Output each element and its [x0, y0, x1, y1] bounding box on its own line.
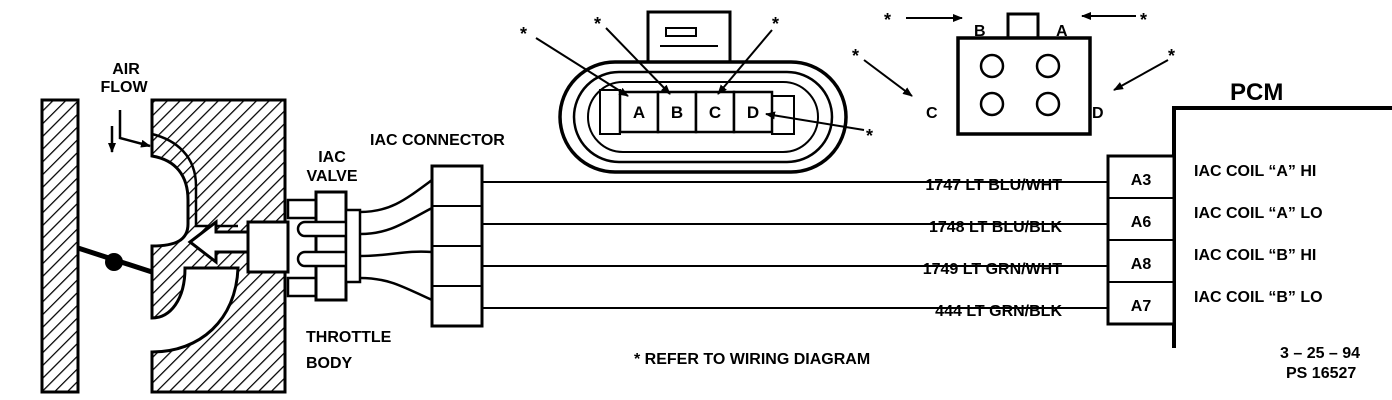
iac-valve-collar	[344, 208, 362, 284]
connector-pin-label-b: B	[671, 103, 683, 122]
wire-label-444: 444 LT GRN/BLK	[935, 303, 1062, 320]
asterisk-terminal-a: *	[1140, 10, 1147, 30]
terminal-label-b: B	[974, 23, 986, 40]
iac-valve-terminal-face	[863, 12, 1169, 136]
terminal-leader-c	[863, 59, 913, 97]
iac-valve-body	[246, 220, 290, 274]
iac-valve-lower-mount	[286, 276, 318, 298]
connector-key-left	[599, 89, 621, 135]
bypass-air-passage	[151, 132, 238, 228]
air-flow-label-line2: FLOW	[100, 79, 148, 96]
asterisk-c: *	[772, 14, 779, 34]
pcm-function-a6: IAC COIL “A” LO	[1194, 205, 1323, 222]
iac-valve-label-line1: IAC	[318, 149, 346, 166]
pcm-pin-a7: A7	[1131, 298, 1152, 315]
leader-arrow-b	[605, 27, 671, 95]
connector-pin-label-a: A	[633, 103, 645, 122]
pcm-pin-a8: A8	[1131, 256, 1152, 273]
iac-connector-face	[558, 10, 848, 174]
wire-label-1748: 1748 LT BLU/BLK	[929, 219, 1063, 236]
connector-pin-label-c: C	[709, 103, 721, 122]
wire-run	[482, 181, 1108, 309]
pcm-function-a7: IAC COIL “B” LO	[1194, 289, 1323, 306]
throttle-body-left-wall	[40, 98, 80, 394]
asterisk-a: *	[520, 24, 527, 44]
terminal-leader-d	[1113, 59, 1169, 91]
iac-valve	[187, 178, 433, 302]
part-number: PS 16527	[1286, 365, 1356, 382]
pcm-pin-a3: A3	[1131, 172, 1152, 189]
pcm-function-a8: IAC COIL “B” HI	[1194, 247, 1316, 264]
footnote: * REFER TO WIRING DIAGRAM	[634, 351, 870, 368]
iac-valve-label-line2: VALVE	[307, 168, 358, 185]
air-flow-label-line1: AIR	[112, 61, 140, 78]
pcm-label: PCM	[1230, 79, 1283, 106]
pcm-module	[1106, 106, 1392, 348]
throttle-body-label-line2: BODY	[306, 355, 353, 372]
terminal-pin-c	[979, 91, 1005, 117]
leader-arrow-a	[535, 37, 629, 97]
air-flow-arrow	[118, 110, 151, 148]
connector-shell-inner	[572, 70, 834, 164]
connector-pin-label-d: D	[747, 103, 759, 122]
iac-valve-upper-mount	[286, 198, 318, 220]
terminal-label-a: A	[1056, 23, 1068, 40]
terminal-label-c: C	[926, 105, 938, 122]
connector-pin-cavity-c	[694, 90, 736, 134]
iac-valve-stem	[314, 190, 348, 302]
date-code: 3 – 25 – 94	[1280, 345, 1360, 362]
leader-arrow-c	[717, 29, 773, 95]
pcm-pin-a6: A6	[1131, 214, 1152, 231]
connector-shell-core	[587, 81, 819, 153]
iac-harness-connector	[430, 164, 484, 328]
pcm-function-a3: IAC COIL “A” HI	[1194, 163, 1316, 180]
terminal-pin-b	[979, 53, 1005, 79]
oval-connector-leaders	[535, 27, 865, 131]
iac-valve-pigtail	[359, 178, 433, 302]
asterisk-terminal-c: *	[852, 46, 859, 66]
asterisk-terminal-d: *	[1168, 46, 1175, 66]
terminal-pin-a	[1035, 53, 1061, 79]
throttle-shaft	[105, 253, 123, 271]
terminal-pin-d	[1035, 91, 1061, 117]
leader-arrow-d	[765, 111, 865, 131]
asterisk-terminal-b: *	[884, 10, 891, 30]
terminal-face-tab	[1006, 12, 1040, 40]
connector-latch-slot	[665, 27, 697, 37]
asterisk-b: *	[594, 14, 601, 34]
wire-label-1749: 1749 LT GRN/WHT	[923, 261, 1063, 278]
terminal-face-body	[956, 36, 1092, 136]
throttle-body-label-line1: THROTTLE	[306, 329, 392, 346]
wire-label-1747: 1747 LT BLU/WHT	[925, 177, 1062, 194]
connector-pin-cavity-b	[656, 90, 698, 134]
asterisk-d: *	[866, 126, 873, 146]
terminal-label-d: D	[1092, 105, 1104, 122]
iac-connector-label: IAC CONNECTOR	[370, 132, 505, 149]
pcm-outline	[1172, 106, 1392, 348]
